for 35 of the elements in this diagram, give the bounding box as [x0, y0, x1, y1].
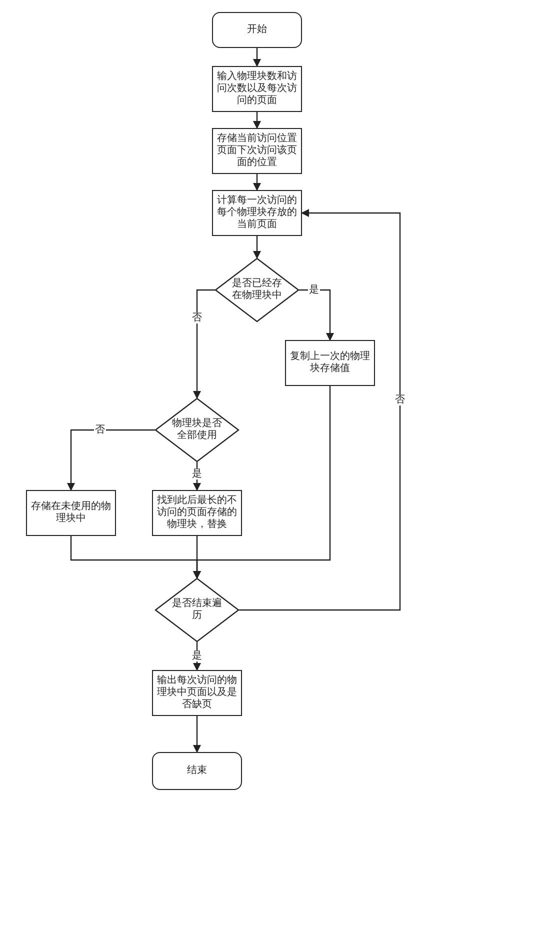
node-text: 是否已经存在物理块中	[231, 278, 283, 302]
terminal-box	[152, 752, 242, 790]
edge-label: 否	[394, 394, 406, 406]
process-box	[26, 490, 116, 536]
arrow	[193, 289, 215, 399]
arrow	[67, 429, 155, 491]
arrow	[193, 536, 201, 579]
arrow	[253, 48, 261, 67]
arrow	[299, 289, 334, 341]
decision-diamond	[215, 258, 299, 322]
process-box	[285, 340, 375, 386]
terminal-box	[212, 12, 302, 48]
node-text: 物理块是否全部使用	[171, 418, 223, 442]
node-text: 输入物理块数和访问次数以及每次访问的页面	[216, 71, 298, 107]
arrow	[253, 112, 261, 129]
node-text: 计算每一次访问的每个物理块存放的当前页面	[216, 195, 298, 231]
edge-label: 是	[191, 468, 203, 480]
arrow	[239, 209, 401, 611]
edge-label: 是	[308, 284, 320, 296]
node-text: 输出每次访问的物理块中页面以及是否缺页	[156, 675, 238, 711]
decision-diamond	[155, 398, 239, 462]
node-text: 结束	[186, 765, 208, 777]
node-text: 复制上一次的物理块存储值	[289, 351, 371, 375]
node-text: 开始	[246, 24, 268, 36]
edge-label: 否	[191, 312, 203, 324]
node-text: 是否结束遍历	[171, 598, 223, 622]
node-text: 找到此后最长的不访问的页面存储的物理块，替换	[156, 495, 238, 531]
arrow	[253, 174, 261, 191]
decision-diamond	[155, 578, 239, 642]
edge-label: 否	[94, 424, 106, 436]
arrow	[193, 716, 201, 753]
arrow	[253, 236, 261, 259]
edge-label: 是	[191, 650, 203, 662]
node-text: 存储当前访问位置页面下次访问该页面的位置	[216, 133, 298, 169]
node-text: 存储在未使用的物理块中	[30, 501, 112, 525]
